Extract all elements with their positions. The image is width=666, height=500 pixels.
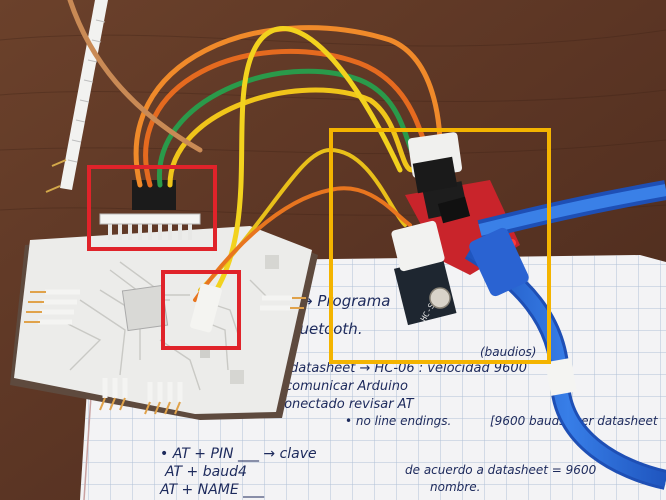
- note-line-3b: (baudios): [480, 345, 536, 359]
- note-line-9: AT + baud4: [164, 464, 247, 480]
- yellow-highlight-box-module: [329, 128, 551, 364]
- note-line-10: AT + NAME ___: [159, 482, 265, 498]
- usb-plug: [469, 227, 529, 297]
- note-line-6: • no line endings.: [345, 414, 451, 428]
- note-line-4: comunicar Arduino: [285, 379, 408, 394]
- note-line-3: datasheet → HC-06 : velocidad 9600: [290, 361, 527, 376]
- red-highlight-box-connector: [161, 270, 241, 350]
- note-line-2: Bluetooth.: [285, 320, 363, 338]
- hc-module: HC-SR: [391, 220, 457, 326]
- mcu-chip: [121, 284, 169, 332]
- red-highlight-box-header: [87, 165, 217, 251]
- pcb-wire-connector: [190, 283, 222, 333]
- note-line-8: • AT + PIN ___ → clave: [160, 446, 317, 462]
- handwritten-notes: → Programa Bluetooth. datasheet → HC-06 …: [159, 292, 659, 498]
- note-line-1: → Programa: [300, 292, 390, 310]
- jumper-wires: [67, 0, 443, 303]
- note-line-11: de acuerdo a datasheet = 9600: [405, 463, 597, 477]
- note-line-12: nombre.: [430, 480, 480, 494]
- note-line-5: Conectado revisar AT: [275, 397, 415, 412]
- pin-header-strip: [45, 0, 108, 193]
